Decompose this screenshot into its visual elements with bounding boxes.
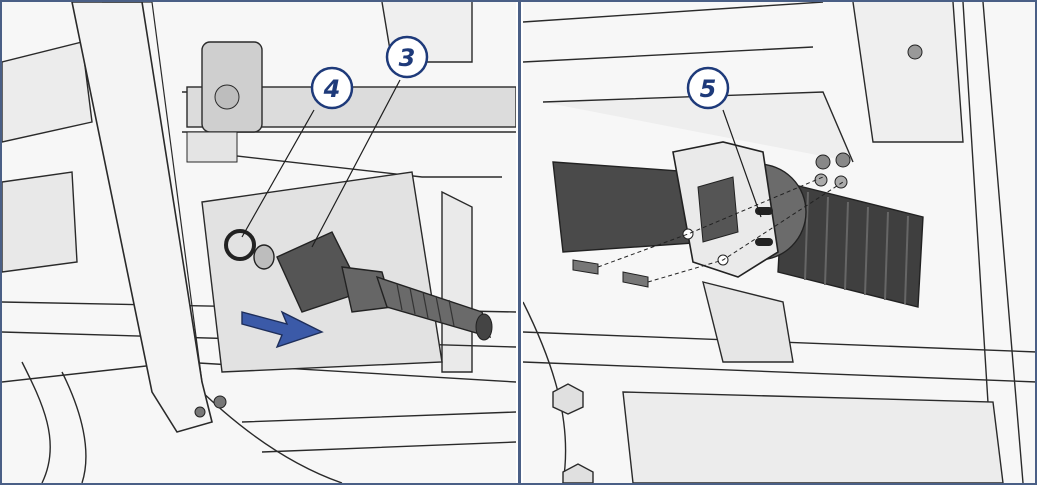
frame-post <box>71 2 213 433</box>
right-illustration: 5 <box>523 2 1037 483</box>
callout-circle-icon <box>385 35 429 79</box>
chassis-structure <box>523 2 1037 483</box>
left-illustration-panel: 4 3 <box>2 2 516 483</box>
leader-line-4 <box>241 109 315 238</box>
callout-4: 4 <box>310 66 354 110</box>
leader-line-3 <box>311 79 401 248</box>
frame-post-edge <box>102 2 203 383</box>
callout-3: 3 <box>385 35 429 79</box>
mounting-bracket-part <box>672 141 779 278</box>
callout-5: 5 <box>686 66 730 110</box>
panel-divider <box>518 0 521 485</box>
right-illustration-panel: 5 <box>523 2 1037 483</box>
frame-bolt <box>194 406 206 418</box>
insert-direction-arrow-icon <box>241 310 324 349</box>
callout-circle-icon <box>310 66 354 110</box>
drive-shaft-part <box>276 231 493 341</box>
callout-label: 4 <box>323 75 341 103</box>
frame-bolt <box>213 395 227 409</box>
bolts <box>572 44 923 288</box>
circlip-part <box>224 229 275 270</box>
callout-circle-icon <box>686 66 730 110</box>
left-illustration: 4 3 <box>2 2 516 483</box>
leader-line-5 <box>722 109 762 218</box>
callout-label: 3 <box>399 44 416 72</box>
callout-label: 5 <box>700 75 717 103</box>
assembly-guide-lines <box>597 176 844 283</box>
